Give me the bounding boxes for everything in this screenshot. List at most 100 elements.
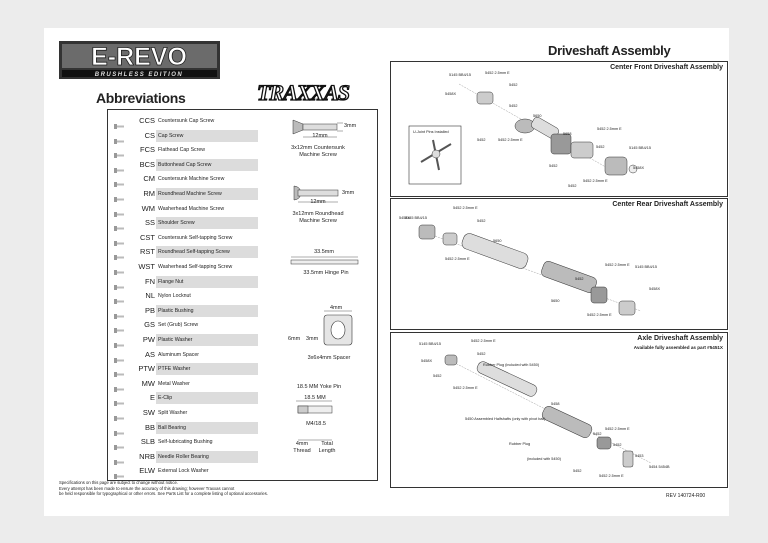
front-label-13: 5458X xyxy=(633,166,644,170)
abbreviation-code: WST xyxy=(138,262,155,271)
front-label-5: 5650 xyxy=(533,114,542,118)
fastener-icon xyxy=(114,424,124,436)
fastener-icon xyxy=(114,205,124,217)
axle-label-13: 5452 xyxy=(613,443,622,447)
spacer-dim-4: 4mm xyxy=(330,305,343,311)
abbreviation-name: Set (Grub) Screw xyxy=(158,322,199,329)
axle-subtitle: Available fully assembled as part #5451X xyxy=(633,345,723,350)
fastener-icon xyxy=(114,394,124,407)
abbreviation-code: CM xyxy=(143,174,155,184)
axle-label-9: Rubber Plug xyxy=(509,442,531,446)
abbreviation-code: FCS xyxy=(140,145,155,155)
fastener-icon xyxy=(114,161,124,173)
svg-text:BRUSHLESS EDITION: BRUSHLESS EDITION xyxy=(95,72,184,78)
footer-line-1: Specifications on this page are subject … xyxy=(59,480,178,485)
abbreviation-code: NRB xyxy=(139,451,155,461)
axle-label-16: 5452 xyxy=(573,469,582,473)
axle-label-11: 5452 2.5mm E xyxy=(605,427,630,431)
abbreviation-code: CCS xyxy=(139,116,155,125)
rear-label-0: 5145 BB4/15 xyxy=(405,216,427,220)
abbreviation-code: NL xyxy=(145,291,155,301)
rear-label-4: 5650 xyxy=(493,239,502,243)
center-front-title: Center Front Driveshaft Assembly xyxy=(610,64,723,71)
fastener-icon xyxy=(114,351,124,363)
abbreviation-code: RST xyxy=(140,247,155,257)
axle-label-1: 5452 2.5mm E xyxy=(471,339,496,343)
front-label-1: 5452 2.5mm E xyxy=(485,71,510,75)
center-rear-title: Center Rear Driveshaft Assembly xyxy=(612,201,723,208)
hinge-pin-drawing xyxy=(290,256,359,265)
erevo-logo: E-REVO BRUSHLESS EDITION xyxy=(59,41,220,79)
rm-dim-3: 3mm xyxy=(342,190,355,196)
footer-line-2: Every attempt has been made to ensure th… xyxy=(59,485,235,491)
fastener-icon xyxy=(114,234,124,246)
traxxas-logo: TRAXXAS xyxy=(236,79,370,106)
roundhead-screw-drawing xyxy=(293,185,339,203)
abbreviation-name: Aluminum Spacer xyxy=(158,351,199,358)
pin-dim: 33.5mm xyxy=(314,249,334,255)
abbreviation-name: Washerhead Machine Screw xyxy=(158,205,225,212)
fastener-icon xyxy=(114,117,124,129)
fastener-icon xyxy=(114,438,124,451)
yoke-dim: 18.5 MM xyxy=(304,395,326,401)
yoke-label-total: Total Length xyxy=(318,441,336,454)
abbreviation-name: External Lock Washer xyxy=(158,468,209,475)
rm-caption: 3x12mm Roundhead Machine Screw xyxy=(292,211,344,224)
rear-label-6: 5452 xyxy=(575,277,584,281)
axle-label-6: 5452 2.5mm E xyxy=(453,386,478,390)
svg-text:E-REVO: E-REVO xyxy=(91,43,187,71)
abbreviation-code: GS xyxy=(144,320,155,330)
fastener-icon xyxy=(114,219,124,232)
front-label-12: 5452 xyxy=(549,164,558,168)
axle-title: Axle Driveshaft Assembly xyxy=(637,335,723,342)
yoke-pin-drawing xyxy=(296,400,333,441)
abbreviation-name: Metal Washer xyxy=(158,380,190,387)
ccs-dim-12: 12mm xyxy=(312,133,328,139)
axle-diagram xyxy=(444,354,652,468)
fastener-icon xyxy=(114,263,124,275)
abbreviation-code: PTW xyxy=(138,364,155,374)
front-label-15: 5452 xyxy=(568,184,577,188)
ccs-dim-3: 3mm xyxy=(344,123,357,129)
yoke-title: 18.5 MM Yoke Pin xyxy=(296,384,342,390)
fastener-icon xyxy=(114,292,124,305)
axle-label-3: 5458X xyxy=(421,359,432,363)
abbreviation-name: Flathead Cap Screw xyxy=(158,147,205,154)
abbreviation-code: SS xyxy=(144,218,155,228)
axle-label-14: 5453 xyxy=(635,454,644,458)
front-label-7: 5452 xyxy=(477,138,486,142)
fastener-icon xyxy=(114,453,124,465)
axle-label-10: (included with 5450) xyxy=(527,457,561,461)
front-label-3: 5458X xyxy=(445,92,456,96)
abbreviation-name: Plastic Bushing xyxy=(156,304,258,317)
page-title: Driveshaft Assembly xyxy=(548,43,671,58)
center-rear-panel: Center Rear Driveshaft Assembly 5145 BB4… xyxy=(390,198,728,330)
abbreviation-code: PB xyxy=(144,305,155,315)
fastener-icon xyxy=(114,132,124,144)
rear-label-5: 5452 2.5mm E xyxy=(445,257,470,261)
footer-line-3: be held responsible for typographical or… xyxy=(59,491,269,497)
front-label-2: 5452 xyxy=(509,83,518,87)
spacer-drawing xyxy=(323,310,353,346)
pin-caption: 33.5mm Hinge Pin xyxy=(303,270,349,276)
abbreviation-name: PTFE Washer xyxy=(156,363,258,376)
rear-label-1: 5452 2.5mm E xyxy=(453,206,478,210)
axle-label-7: 5450 Assembled Halfshafts (only with piv… xyxy=(465,417,546,421)
center-front-panel: Center Front Driveshaft Assembly U-Joint… xyxy=(390,61,728,197)
axle-label-0: 5145 BB4/15 xyxy=(419,342,441,346)
countersunk-screw-drawing xyxy=(292,119,343,138)
